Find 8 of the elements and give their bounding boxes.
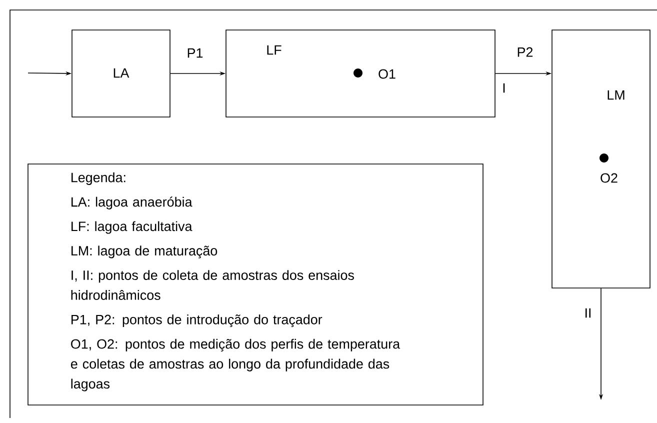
legend-box: Legenda: LA: lagoa anaeróbia LF: lagoa facultativa LM: lagoa de maturação I, II: pontos de coleta de amostras dos ensaios hidrodinâmicos P1, P2: pontos de introdução do traçador O1, O2: pontos de medição dos perfis de temperatura e coletas de amostras ao longo da profundidade das lagoas [28, 164, 484, 406]
point-label: O2 [600, 173, 618, 183]
edge-label: P1 [186, 47, 204, 59]
point-label: I [503, 83, 505, 93]
pond-box: LA [72, 30, 170, 118]
edge-label: II [583, 307, 593, 319]
point-label: O1 [378, 69, 396, 79]
edge-label: P2 [516, 46, 534, 58]
